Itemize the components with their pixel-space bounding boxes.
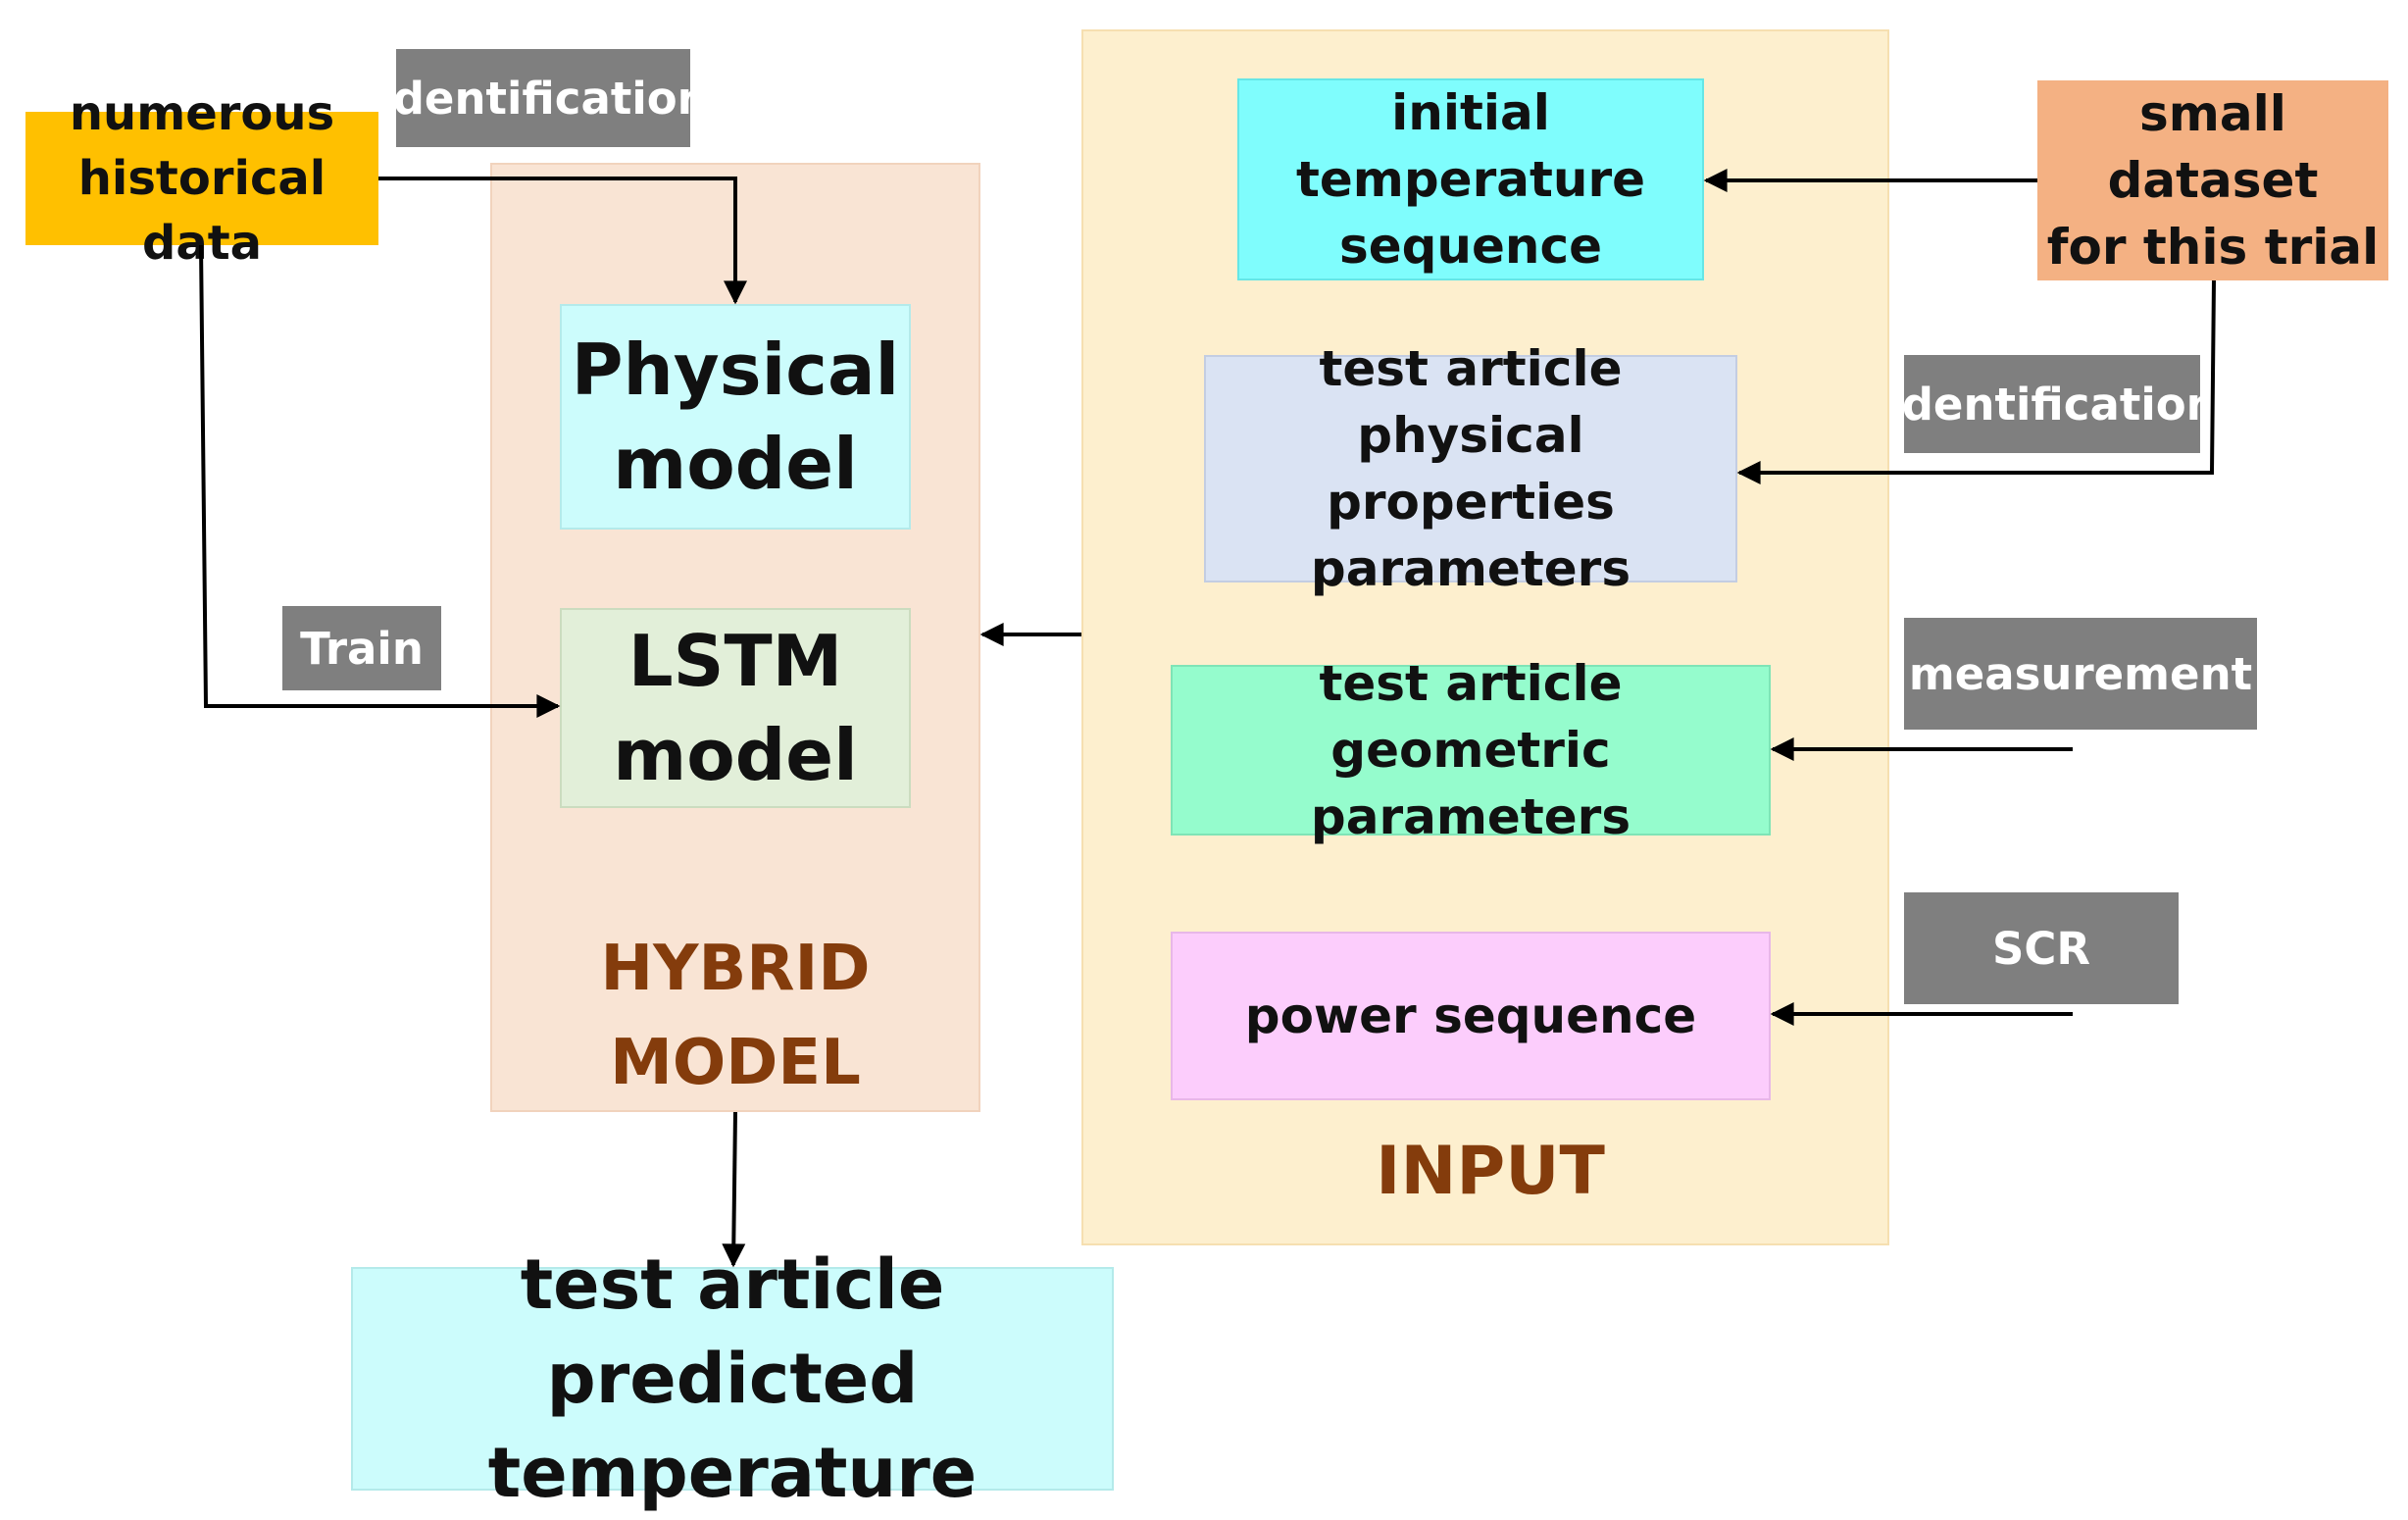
geometric-parameters-line1: test article xyxy=(1319,655,1623,712)
input-label: INPUT xyxy=(1294,1128,1686,1216)
identification-tag-right: identification xyxy=(1886,355,2218,453)
initial-temperature-line2: sequence xyxy=(1338,218,1603,275)
initial-temperature-box: initial temperature sequence xyxy=(1237,78,1704,280)
predicted-temperature-line2: predicted temperature xyxy=(487,1339,978,1513)
geometric-parameters-box: test article geometric parameters xyxy=(1171,655,1771,845)
historical-data-box: numerous historical data xyxy=(25,86,378,271)
scr-tag: SCR xyxy=(1904,892,2179,1004)
arrow-historical-to-physical xyxy=(378,177,747,305)
physical-model-line1: Physical xyxy=(571,329,900,411)
hybrid-model-label: HYBRID MODEL xyxy=(549,922,922,1110)
hybrid-label-line1: HYBRID xyxy=(600,933,871,1005)
predicted-temperature-box: test article predicted temperature xyxy=(351,1244,1114,1513)
power-sequence-box: power sequence xyxy=(1171,932,1771,1100)
hybrid-label-line2: MODEL xyxy=(610,1027,861,1099)
lstm-model-line1: LSTM xyxy=(627,620,843,702)
arrow-historical-to-lstm xyxy=(199,244,561,718)
lstm-model-line2: model xyxy=(613,714,858,796)
physical-model-line2: model xyxy=(613,423,858,505)
initial-temperature-line1: initial temperature xyxy=(1295,84,1646,208)
historical-data-line1: numerous xyxy=(69,86,335,141)
power-sequence-line1: power sequence xyxy=(1244,988,1697,1044)
input-label-text: INPUT xyxy=(1376,1133,1605,1210)
train-tag: Train xyxy=(282,606,441,690)
historical-data-line2: historical data xyxy=(77,151,326,271)
small-dataset-line2: for this trial xyxy=(2046,219,2380,276)
physical-properties-line3: parameters xyxy=(1310,540,1631,597)
physical-properties-box: test article physical properties paramet… xyxy=(1204,340,1737,597)
physical-model-box: Physical model xyxy=(560,304,911,530)
arrow-hybrid-to-output xyxy=(722,1111,746,1268)
lstm-model-box: LSTM model xyxy=(560,608,911,808)
geometric-parameters-line2: geometric parameters xyxy=(1310,722,1631,845)
physical-properties-line2: physical properties xyxy=(1327,407,1615,531)
measurement-tag: measurement xyxy=(1904,618,2257,730)
arrow-dataset-to-physical-properties xyxy=(1736,279,2216,484)
small-dataset-line1: small dataset xyxy=(2107,85,2319,209)
identification-tag-top: identification xyxy=(377,49,709,147)
physical-properties-line1: test article xyxy=(1319,340,1623,397)
small-dataset-box: small dataset for this trial xyxy=(2037,80,2388,280)
